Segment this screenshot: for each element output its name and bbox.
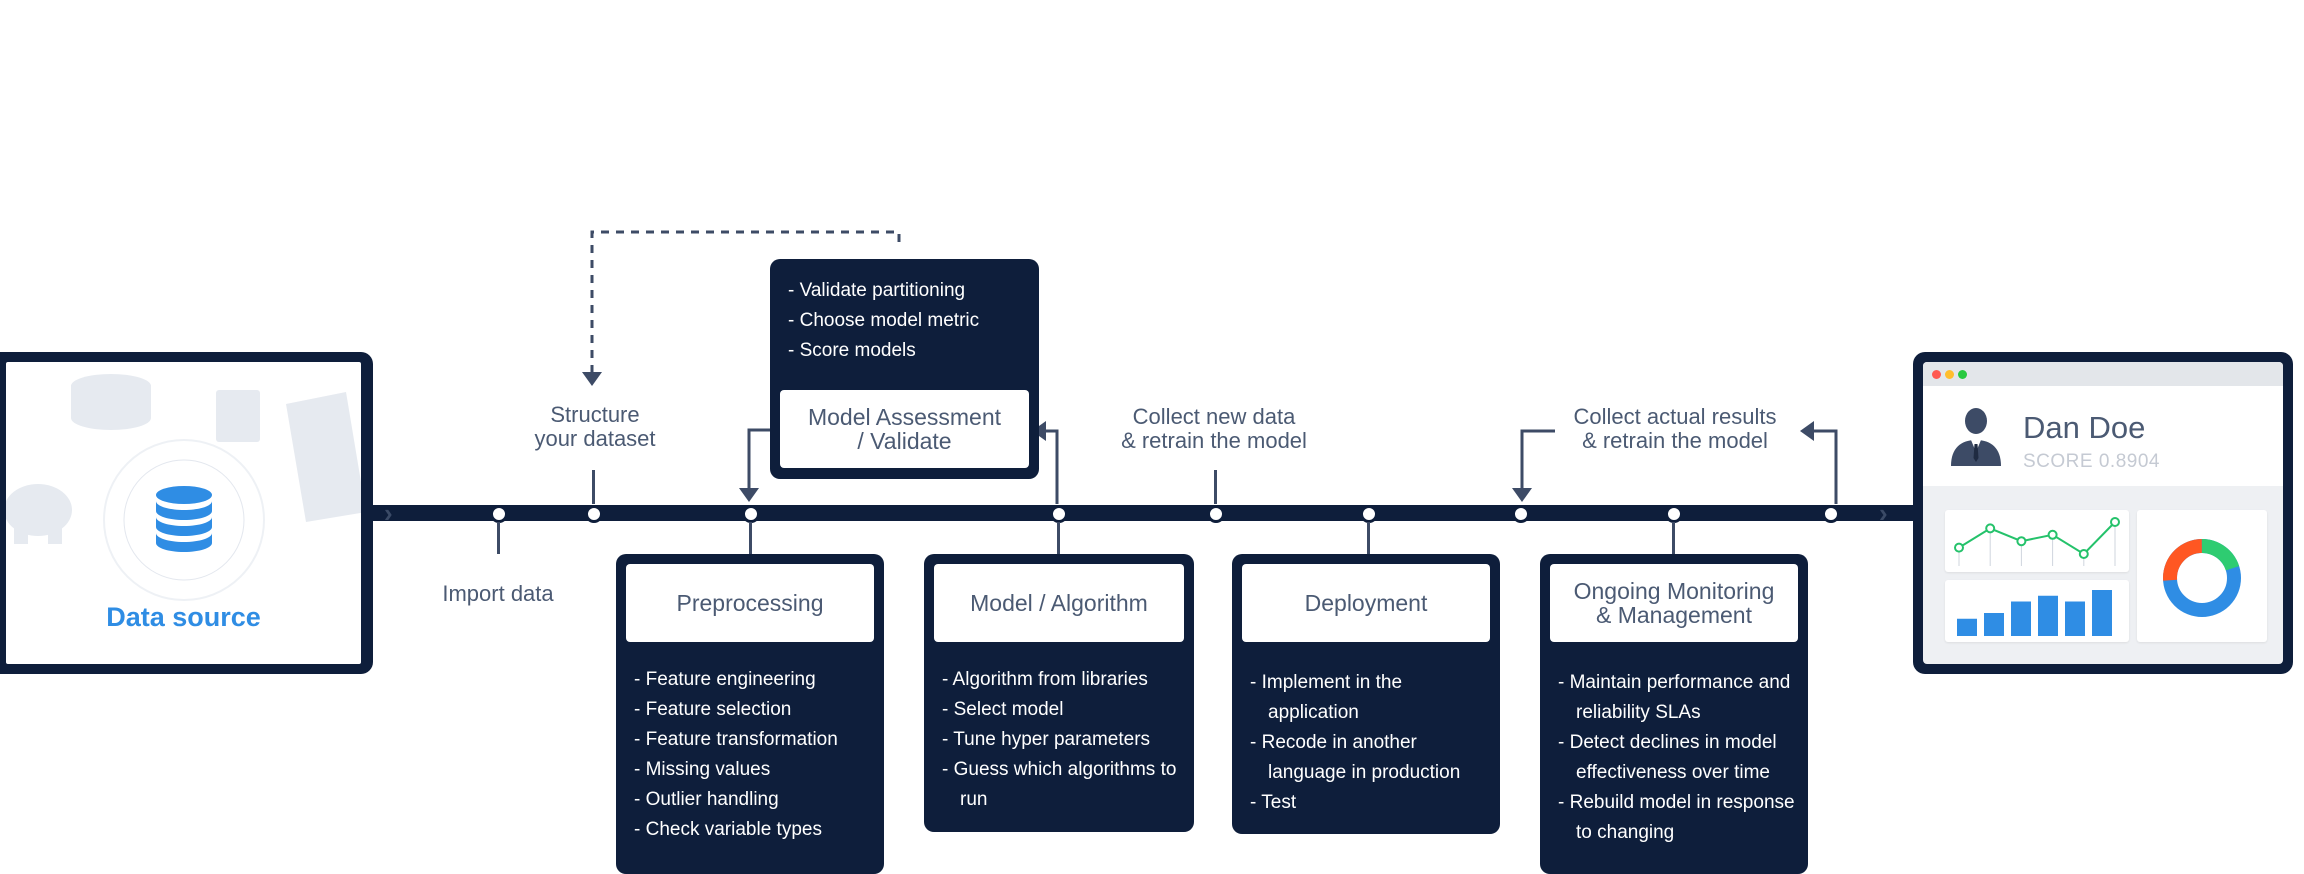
data-source-card: Data source [0,352,373,674]
structure-dataset-label: Structure your dataset [534,402,656,451]
monitoring-title: Ongoing Monitoring & Management [1550,564,1798,642]
list-item: - Choose model metric [788,310,980,331]
preprocessing-title: Preprocessing [626,564,874,642]
maximize-dot-icon [1958,370,1967,379]
bar [2065,601,2085,636]
chevron-right-icon: › [384,498,393,528]
close-dot-icon [1932,370,1941,379]
timeline-node [1207,505,1225,523]
collect-new-data-label: Collect new data & retrain the model [1121,404,1307,453]
import-data-label: Import data [442,581,554,606]
user-score: SCORE 0.8904 [2023,451,2160,472]
list-item: - Select model [942,699,1064,720]
bar [1957,618,1977,636]
list-item: - Recode in another language in producti… [1250,732,1461,783]
connector-line [1214,470,1217,504]
deployment-title: Deployment [1242,564,1490,642]
list-item: - Implement in the application [1250,672,1403,723]
list-item: - Tune hyper parameters [942,729,1151,750]
connector-line [1367,522,1370,554]
timeline-node [1360,505,1378,523]
minimize-dot-icon [1945,370,1954,379]
list-item: - Rebuild model in response to changing [1558,792,1795,843]
connector-line [592,470,595,504]
data-source-label: Data source [106,602,261,632]
bar [2092,590,2112,636]
list-item: - Feature transformation [634,729,838,750]
list-item: - Feature selection [634,699,792,720]
user-name: Dan Doe [2023,410,2146,445]
collect-actual-results-label: Collect actual results & retrain the mod… [1573,404,1777,453]
model-algorithm-list: - Algorithm from libraries - Select mode… [942,665,1188,815]
deployment-list: - Implement in the application - Recode … [1250,668,1494,818]
series-line [1958,521,2116,556]
model-assessment-title: Model Assessment / Validate [780,390,1029,468]
monitoring-list: - Maintain performance and reliability S… [1558,668,1802,848]
background-file-icons [6,374,361,601]
chevron-right-icon: › [1879,498,1888,528]
list-item: - Score models [788,340,916,361]
dashboard-window: Dan Doe SCORE 0.8904 [1913,352,2293,674]
line-chart [1954,517,2120,566]
connector-line [749,522,752,554]
list-item: - Maintain performance and reliability S… [1558,672,1791,723]
timeline-node [1512,505,1530,523]
bar [2038,595,2058,636]
timeline-node [742,505,760,523]
list-item: - Guess which algorithms to run [942,759,1177,810]
model-algorithm-title: Model / Algorithm [934,564,1184,642]
connector-line [1672,522,1675,554]
list-item: - Outlier handling [634,789,779,810]
list-item: - Missing values [634,759,771,780]
list-item: - Feature engineering [634,669,816,690]
donut-segment [2163,539,2241,617]
preprocessing-list: - Feature engineering - Feature selectio… [634,665,878,845]
avatar [1951,408,2001,466]
window-titlebar [1923,362,2283,386]
deployment-card: Deployment - Implement in the applicatio… [1232,554,1500,834]
donut-chart [2163,539,2241,617]
list-item: - Detect declines in model effectiveness… [1558,732,1777,783]
profile-header: Dan Doe SCORE 0.8904 [1923,386,2283,486]
timeline-node [1665,505,1683,523]
list-item: - Validate partitioning [788,280,966,301]
connector-line [497,522,500,554]
connector-line [1057,522,1060,554]
data-point [2078,549,2089,559]
bar-chart [1957,590,2112,636]
timeline-node [490,505,508,523]
timeline-node [585,505,603,523]
database-icon [156,486,212,552]
timeline-node [1050,505,1068,523]
model-algorithm-card: Model / Algorithm - Algorithm from libra… [924,554,1194,832]
list-item: - Test [1250,792,1297,813]
donut-segment [2163,539,2241,617]
bar [2011,601,2031,636]
preprocessing-card: Preprocessing - Feature engineering - Fe… [616,554,884,874]
bar-chart-tile [1945,580,2129,642]
model-assessment-card: - Validate partitioning - Choose model m… [770,259,1039,479]
data-point [2016,536,2027,547]
line-chart-tile [1945,510,2129,572]
list-item: - Check variable types [634,819,822,840]
data-point [1985,523,1996,534]
data-point [1954,542,1964,553]
data-point [2110,517,2120,527]
model-assessment-list: - Validate partitioning - Choose model m… [788,276,1033,366]
monitoring-card: Ongoing Monitoring & Management - Mainta… [1540,554,1808,874]
timeline-node [1822,505,1840,523]
list-item: - Algorithm from libraries [942,669,1148,690]
data-point [2047,529,2058,540]
bar [1984,613,2004,636]
donut-chart-tile [2137,510,2267,642]
